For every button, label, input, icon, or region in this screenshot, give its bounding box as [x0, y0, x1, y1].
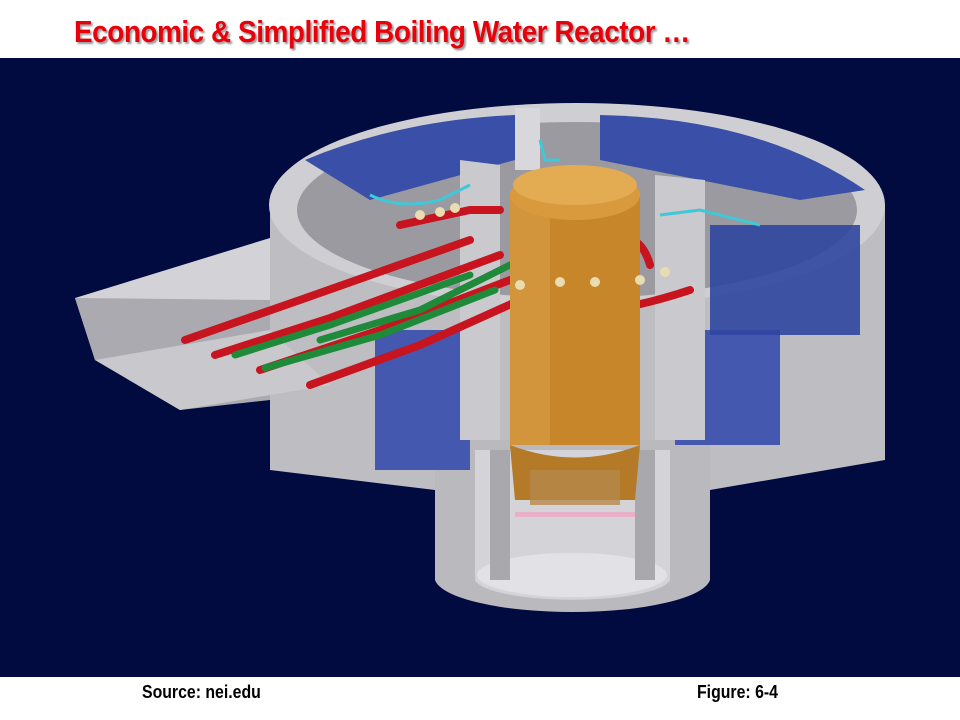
slide-title: Economic & Simplified Boiling Water Reac…: [74, 14, 690, 49]
source-caption: Source: nei.edu: [142, 682, 261, 702]
esbwr-cutaway-illustration: [75, 103, 885, 613]
feedwater-lines: [231, 261, 514, 372]
pool-left: [305, 115, 515, 200]
gdcs-pool-left: [375, 330, 470, 470]
valves: [415, 203, 670, 290]
pool-right: [600, 115, 865, 200]
reactor-illustration-panel: [0, 58, 960, 677]
figure-label: Figure: 6-4: [697, 682, 778, 702]
reactor-pressure-vessel: [510, 165, 640, 517]
